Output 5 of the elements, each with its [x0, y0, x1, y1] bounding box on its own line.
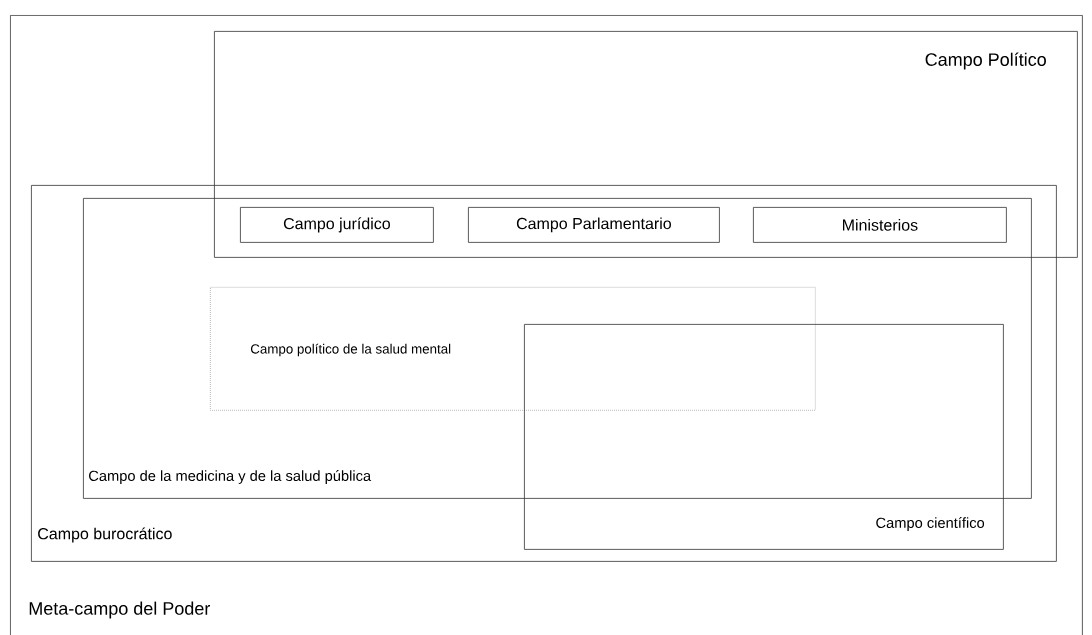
field-box: Campo Parlamentario — [468, 207, 720, 243]
field-box: Ministerios — [753, 207, 1007, 243]
dotted-field-box: Campo político de la salud mental — [210, 287, 816, 411]
field-box: Campo jurídico — [240, 207, 434, 243]
field-box: Campo científico — [524, 324, 1004, 550]
